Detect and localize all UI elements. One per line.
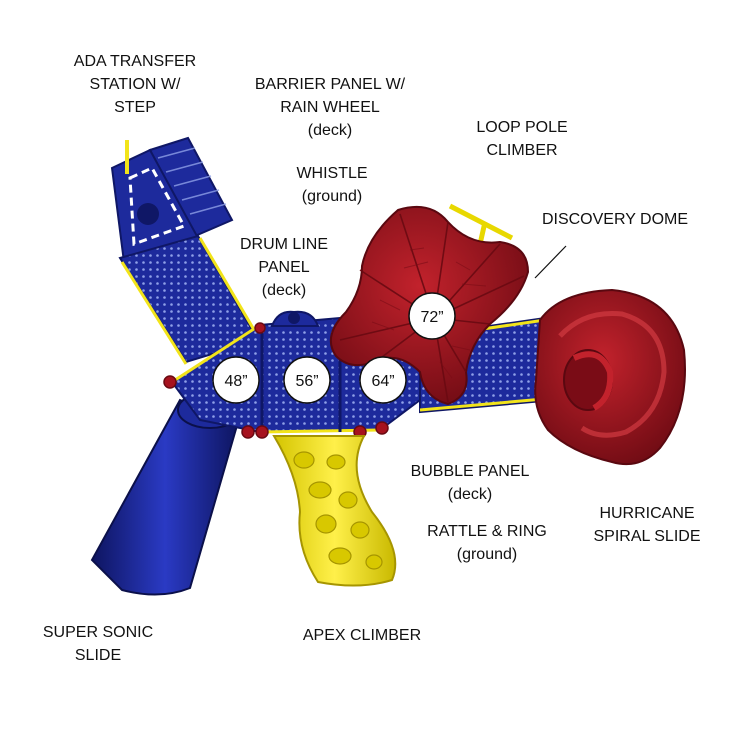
label-line: DRUM LINE — [239, 236, 328, 253]
deck-height-badge-64: 64” — [359, 356, 407, 404]
label-line: (ground) — [301, 188, 363, 205]
deck-height-64-label: 64” — [371, 373, 394, 390]
label-line: PANEL — [258, 259, 310, 276]
label-line: RATTLE & RING — [427, 523, 547, 540]
label-line: WHISTLE — [296, 165, 368, 182]
rattle-ring-label: RATTLE & RING (ground) — [422, 520, 552, 566]
discovery-dome-leader-line — [534, 245, 567, 279]
barrier-panel-label: BARRIER PANEL W/ RAIN WHEEL (deck) — [240, 73, 420, 142]
loop-pole-climber-label: LOOP POLE CLIMBER — [462, 116, 582, 162]
bubble-panel-label: BUBBLE PANEL (deck) — [400, 460, 540, 506]
label-line: SLIDE — [74, 647, 122, 664]
label-line: SPIRAL SLIDE — [593, 528, 701, 545]
ada-transfer-station-label: ADA TRANSFER STATION W/ STEP — [60, 50, 210, 119]
label-line: BARRIER PANEL W/ — [254, 76, 406, 93]
deck-height-badge-56: 56” — [283, 356, 331, 404]
apex-climber — [272, 435, 397, 587]
label-line: SUPER SONIC — [42, 624, 154, 641]
label-line: HURRICANE — [599, 505, 695, 522]
deck-height-badge-48: 48” — [212, 356, 260, 404]
ada-transfer-station — [110, 136, 262, 365]
hurricane-spiral-slide-label: HURRICANE SPIRAL SLIDE — [572, 502, 722, 548]
label-line: RAIN WHEEL — [280, 99, 380, 116]
deck-height-badge-72: 72” — [408, 292, 456, 340]
super-sonic-slide-label: SUPER SONIC SLIDE — [38, 621, 158, 667]
discovery-dome-label: DISCOVERY DOME — [535, 208, 695, 231]
apex-climber-label: APEX CLIMBER — [292, 624, 432, 647]
deck-height-56-label: 56” — [295, 373, 318, 390]
label-line: ADA TRANSFER — [73, 53, 197, 70]
label-line: CLIMBER — [486, 142, 558, 159]
label-line: APEX CLIMBER — [302, 627, 422, 644]
label-line: LOOP POLE — [476, 119, 568, 136]
label-line: DISCOVERY DOME — [541, 211, 689, 228]
label-line: (deck) — [261, 282, 307, 299]
label-line: (ground) — [456, 546, 518, 563]
label-line: (deck) — [447, 486, 493, 503]
label-line: (deck) — [307, 122, 353, 139]
label-line: STATION W/ — [89, 76, 181, 93]
drum-line-panel-label: DRUM LINE PANEL (deck) — [228, 233, 340, 302]
hurricane-spiral-slide — [534, 288, 686, 466]
whistle-label: WHISTLE (ground) — [282, 162, 382, 208]
label-line: STEP — [114, 99, 156, 116]
deck-height-72-label: 72” — [420, 309, 443, 326]
label-line: BUBBLE PANEL — [410, 463, 530, 480]
deck-height-48-label: 48” — [224, 373, 247, 390]
